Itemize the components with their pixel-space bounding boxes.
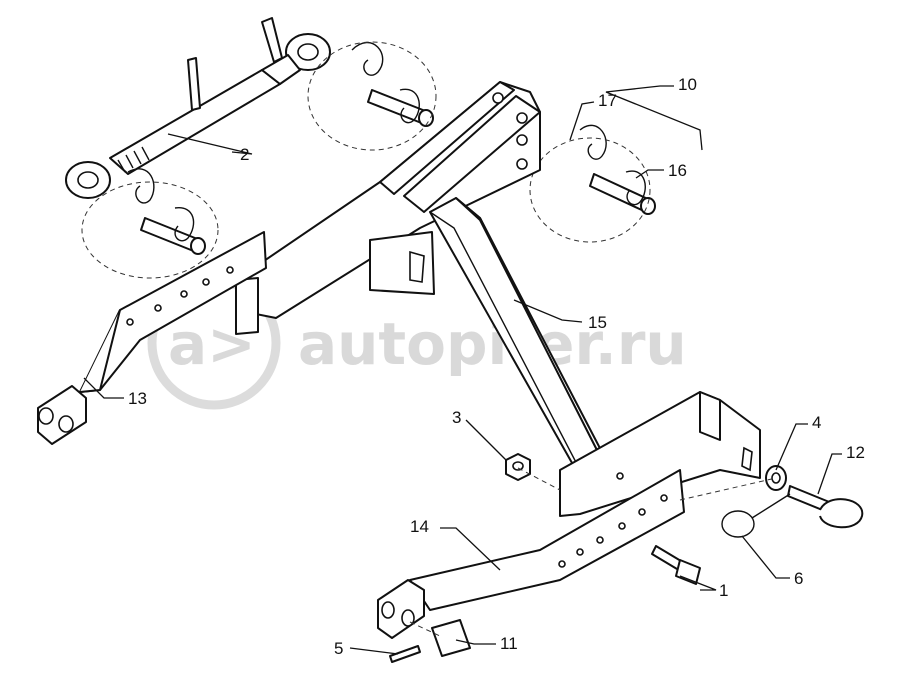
callout-12: 12	[846, 443, 865, 462]
bolt[interactable]	[651, 545, 701, 585]
callout-15: 15	[588, 313, 607, 332]
lynch-pin[interactable]	[787, 485, 864, 529]
assembly-guide-top	[307, 41, 437, 151]
assembly-guide-right	[529, 137, 651, 243]
vertical-post[interactable]	[429, 197, 605, 471]
assembly-guide-left	[81, 181, 219, 279]
washer[interactable]	[765, 465, 787, 491]
leader-lines	[83, 85, 842, 655]
callout-labels: 1 2 3 4 5 6 10 11 12 13 14 15 16 17	[128, 75, 865, 658]
callout-4: 4	[812, 413, 821, 432]
left-lower-arm[interactable]	[37, 231, 267, 445]
pin-set-top[interactable]	[351, 42, 434, 127]
callout-17: 17	[598, 91, 617, 110]
callout-5: 5	[334, 639, 343, 658]
alignment-line-washer	[679, 477, 777, 501]
callout-11: 11	[500, 634, 518, 653]
callout-16: 16	[668, 161, 687, 180]
callout-13: 13	[128, 389, 147, 408]
callout-3: 3	[452, 408, 461, 427]
stop-block[interactable]	[431, 619, 471, 657]
nut[interactable]	[505, 453, 531, 481]
top-link[interactable]	[65, 17, 331, 199]
lower-cross-bracket[interactable]	[559, 391, 761, 517]
alignment-line-nut	[517, 467, 561, 491]
ring-pin[interactable]	[721, 493, 791, 538]
upper-bracket[interactable]	[235, 81, 541, 335]
pin-set-right[interactable]	[579, 124, 656, 215]
watermark: a> autopiter.ru	[147, 276, 687, 410]
callout-2: 2	[240, 145, 249, 164]
right-lower-arm[interactable]	[377, 469, 685, 639]
callout-1: 1	[719, 581, 728, 600]
callout-14: 14	[410, 517, 429, 536]
callout-10: 10	[678, 75, 697, 94]
callout-6: 6	[794, 569, 803, 588]
small-pin[interactable]	[389, 645, 421, 663]
alignment-line-block	[409, 621, 441, 637]
pin-set-left[interactable]	[127, 168, 206, 255]
